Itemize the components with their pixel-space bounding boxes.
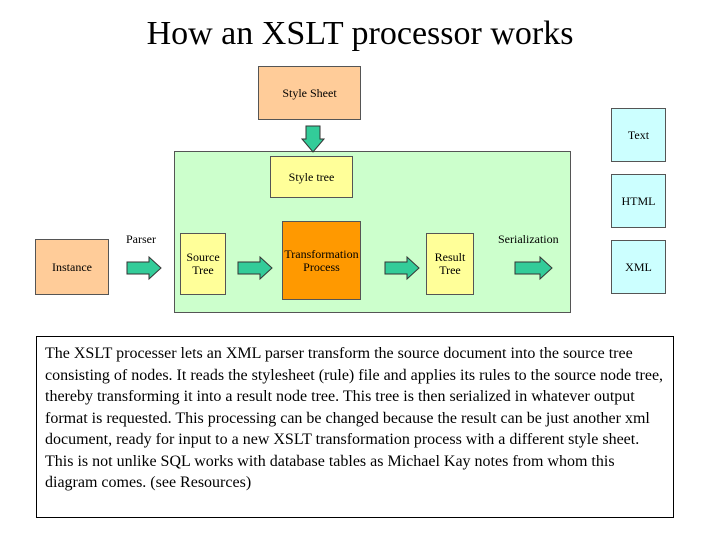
style-sheet-down-arrow <box>300 125 326 153</box>
html-output-label: HTML <box>621 193 656 208</box>
parser-arrow <box>126 255 162 281</box>
source-tree-box: Source Tree <box>180 233 226 295</box>
serialization-label: Serialization <box>498 232 559 246</box>
result-tree-label: Result Tree <box>434 250 466 277</box>
instance-label: Instance <box>52 259 92 274</box>
style-sheet-label: Style Sheet <box>282 85 337 100</box>
transformation-process-box: Transformation Process <box>282 221 361 300</box>
source-to-transform-arrow <box>237 255 273 281</box>
text-output-box: Text <box>611 108 666 162</box>
serialization-arrow <box>514 255 553 281</box>
page-title: How an XSLT processor works <box>146 15 574 52</box>
transformation-process-label: Transformation Process <box>284 247 359 274</box>
xml-output-box: XML <box>611 240 666 294</box>
transform-to-result-arrow <box>384 255 420 281</box>
style-tree-label: Style tree <box>288 169 335 184</box>
html-output-box: HTML <box>611 174 666 228</box>
instance-box: Instance <box>35 239 109 295</box>
processor-container <box>174 151 571 313</box>
parser-label: Parser <box>126 232 156 246</box>
xml-output-label: XML <box>625 259 652 274</box>
source-tree-label: Source Tree <box>186 250 220 277</box>
text-output-label: Text <box>627 127 650 142</box>
description-text: The XSLT processer lets an XML parser tr… <box>36 336 674 518</box>
result-tree-box: Result Tree <box>426 233 474 295</box>
style-tree-box: Style tree <box>270 156 353 198</box>
style-sheet-box: Style Sheet <box>258 66 361 120</box>
